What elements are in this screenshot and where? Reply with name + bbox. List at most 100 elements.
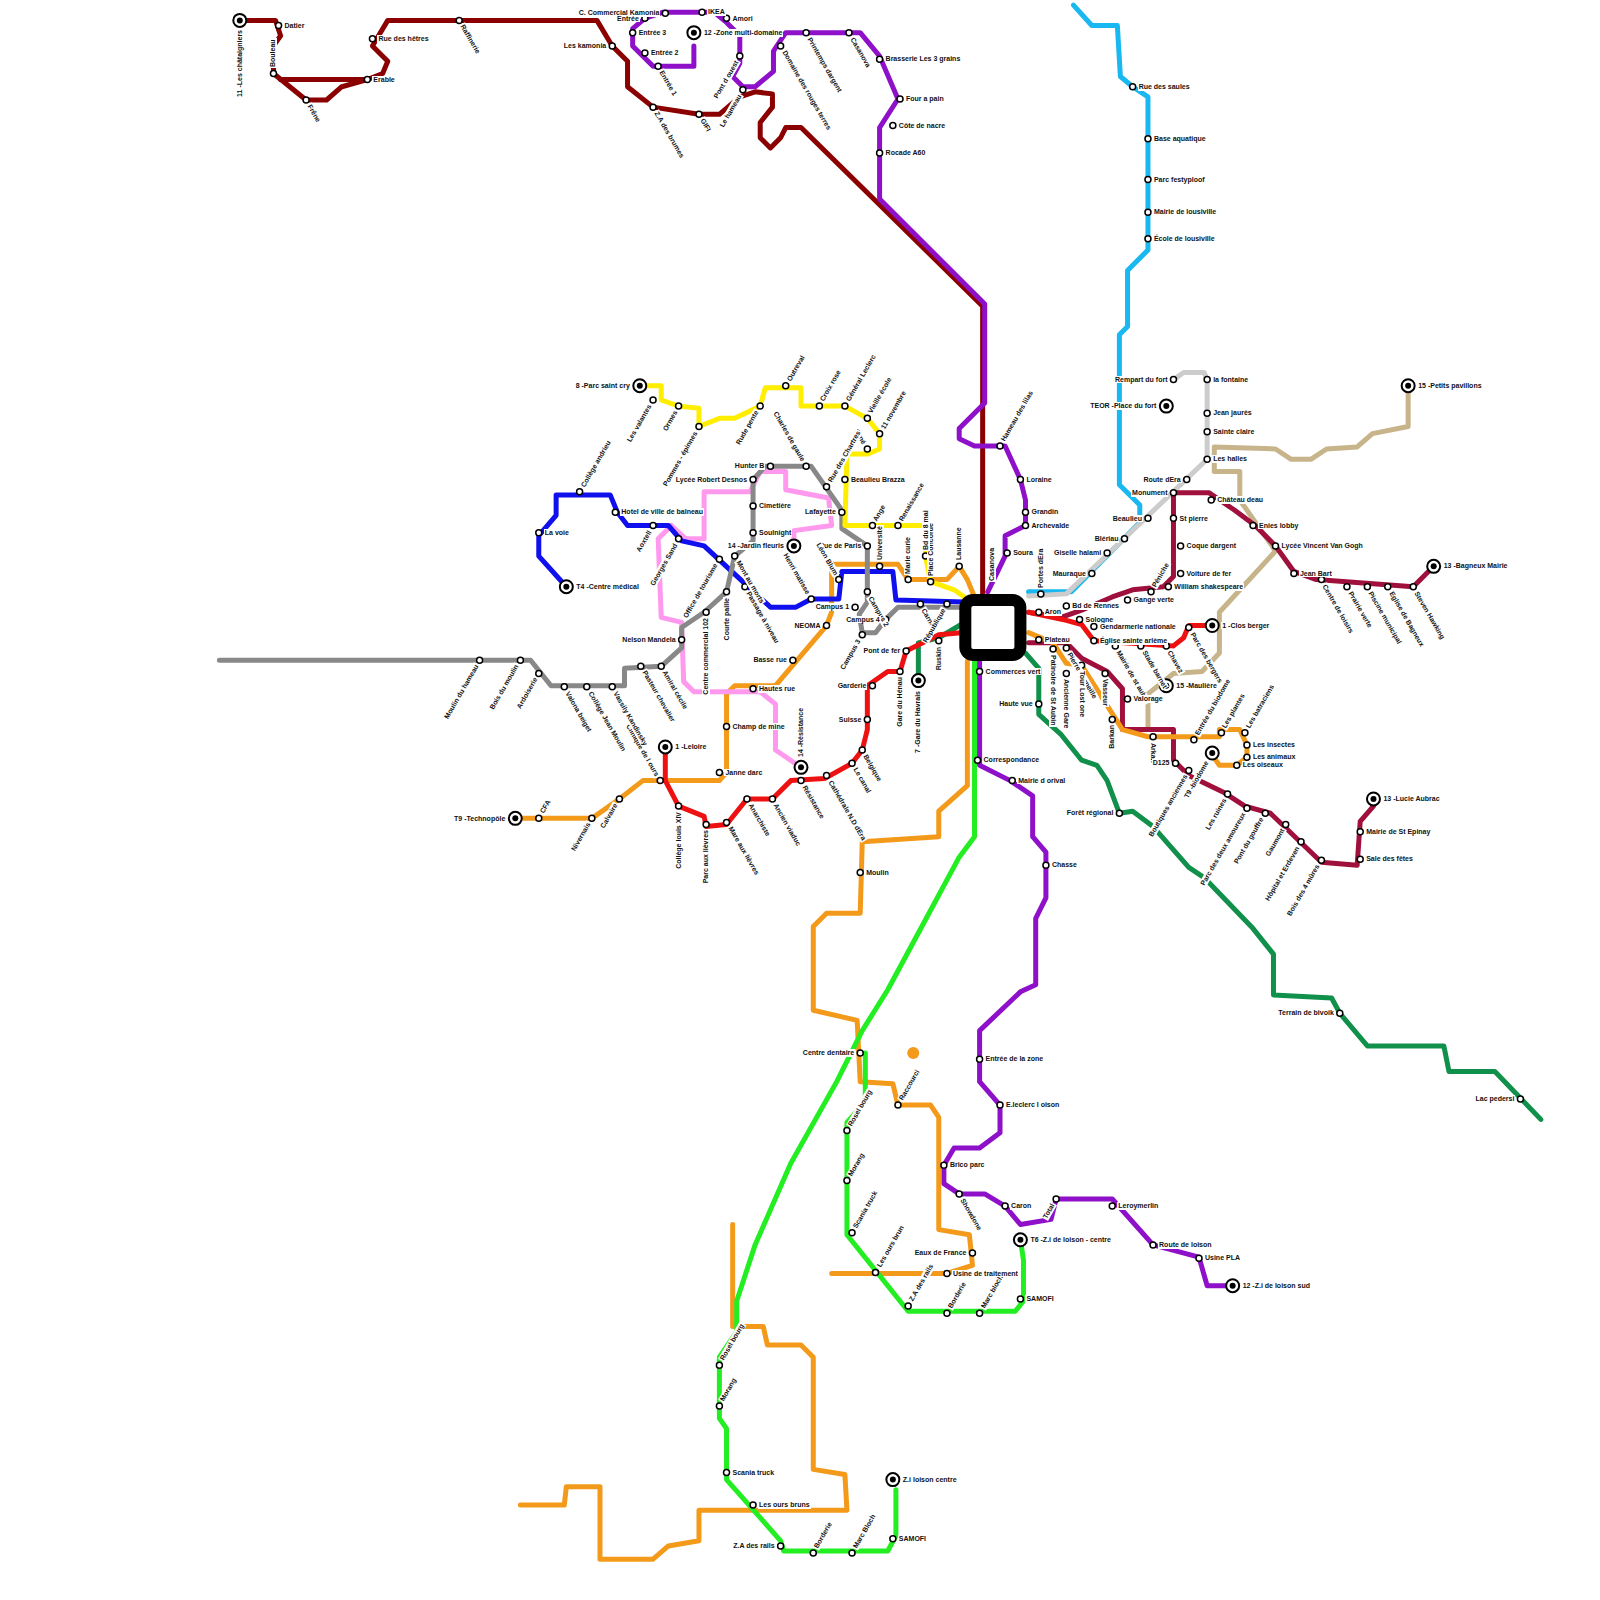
station-dot — [1125, 696, 1131, 702]
station-dot — [1191, 737, 1197, 743]
station-label: Soura — [1012, 549, 1034, 557]
station-dot — [944, 601, 950, 607]
station-dot — [877, 56, 883, 62]
terminus-label: TEOR -Place du fort — [1089, 402, 1157, 410]
station-dot — [724, 724, 730, 730]
terminus-core — [1163, 403, 1169, 409]
station-dot — [778, 43, 784, 49]
terminus-core — [1017, 1237, 1023, 1243]
station-label: Gare du Hénau — [896, 676, 904, 728]
station-dot — [276, 23, 282, 29]
station-label: Ancien viaduc — [772, 801, 803, 848]
station-label: Sale des fêtes — [1365, 855, 1414, 863]
station-label: Château deau — [1216, 496, 1264, 504]
terminus-core — [691, 30, 697, 36]
station-dot — [577, 489, 583, 495]
station-label: Sainte claire — [1212, 428, 1255, 436]
station-dot — [852, 604, 858, 610]
station-dot — [1145, 177, 1151, 183]
station-dot — [1273, 543, 1279, 549]
station-label: Beaulieu Brazza — [850, 476, 906, 484]
station-label: Usine de traitement — [952, 1270, 1019, 1278]
station-dot — [824, 623, 830, 629]
station-dot — [1244, 805, 1250, 811]
station-marks — [233, 9, 1523, 1556]
terminus-ring — [1427, 560, 1440, 573]
station-dot — [977, 668, 983, 674]
station-label: Lycée Robert Desnos — [675, 476, 748, 484]
station-label: Casanova — [848, 35, 872, 69]
station-dot — [696, 111, 702, 117]
station-dot — [1145, 236, 1151, 242]
station-label: Mare aux lièvres — [726, 825, 761, 878]
station-label: Z.A des rails — [732, 1542, 775, 1550]
station-label: Entrée 2 — [650, 49, 680, 57]
terminus-ring — [787, 539, 800, 552]
station-dot — [716, 1403, 722, 1409]
central-hub — [965, 600, 1020, 655]
station-dot — [364, 77, 370, 83]
station-label: Rocade A60 — [885, 149, 927, 157]
station-dot — [928, 579, 934, 585]
station-label: Georges Sand — [648, 541, 679, 588]
station-dot — [944, 1270, 950, 1276]
station-dot — [1410, 584, 1416, 590]
station-label: Office de tourisme — [682, 562, 720, 621]
station-dot — [1036, 637, 1042, 643]
station-dot — [1225, 791, 1231, 797]
station-dot — [609, 684, 615, 690]
station-dot — [869, 683, 875, 689]
station-dot — [609, 43, 615, 49]
station-label: Raccourci — [897, 1068, 922, 1103]
station-label: Mauraque — [1052, 570, 1087, 578]
station-label: Jean Bart — [1299, 570, 1333, 578]
station-label: Moulin — [865, 869, 890, 877]
station-dot — [1291, 570, 1297, 576]
station-dot — [1298, 839, 1304, 845]
station-label: Scania truck — [732, 1469, 776, 1477]
terminus-core — [237, 17, 243, 23]
station-label: Les halles — [1212, 455, 1248, 463]
station-dot — [561, 684, 567, 690]
station-label: Base aquatique — [1153, 135, 1207, 143]
station-label: Hautes rue — [758, 685, 796, 693]
station-label: Charles de gaule — [771, 410, 807, 464]
station-dot — [790, 657, 796, 663]
station-dot — [750, 686, 756, 692]
station-dot — [642, 50, 648, 56]
station-dot — [1196, 1255, 1202, 1261]
terminus-ring — [1160, 400, 1173, 413]
station-dot — [716, 556, 722, 562]
terminus-ring — [687, 26, 700, 39]
station-dot — [936, 638, 942, 644]
station-label: Portes dEra — [1037, 548, 1045, 589]
station-dot — [1053, 1196, 1059, 1202]
station-label: Hunter B — [734, 462, 766, 470]
station-label: Grandin — [1031, 508, 1060, 516]
terminus-label: T4 -Centre médical — [575, 583, 640, 591]
terminus-core — [1405, 383, 1411, 389]
station-dot — [703, 609, 709, 615]
station-label: Monument — [1131, 489, 1168, 497]
station-dot — [1318, 857, 1324, 863]
route-line — [1029, 633, 1247, 766]
station-dot — [477, 657, 483, 663]
station-dot — [750, 477, 756, 483]
station-label: Erable — [372, 76, 395, 84]
terminus-label: 1 -Clos berger — [1221, 622, 1270, 630]
station-label: Haute vue — [998, 700, 1033, 708]
station-dot — [769, 796, 775, 802]
terminus-core — [798, 764, 804, 770]
station-dot — [849, 1550, 855, 1556]
station-dot — [1036, 609, 1042, 615]
station-label: Pont de fer — [863, 647, 902, 655]
station-dot — [1091, 624, 1097, 630]
station-dot — [679, 637, 685, 643]
station-label: Morang — [846, 1151, 866, 1178]
station-label: Frêne — [305, 102, 322, 124]
station-label: Patinoire de St Aubin — [1049, 654, 1057, 727]
station-dot — [997, 443, 1003, 449]
station-dot — [1318, 577, 1324, 583]
station-label: La voie — [544, 529, 570, 537]
station-dot — [1204, 377, 1210, 383]
